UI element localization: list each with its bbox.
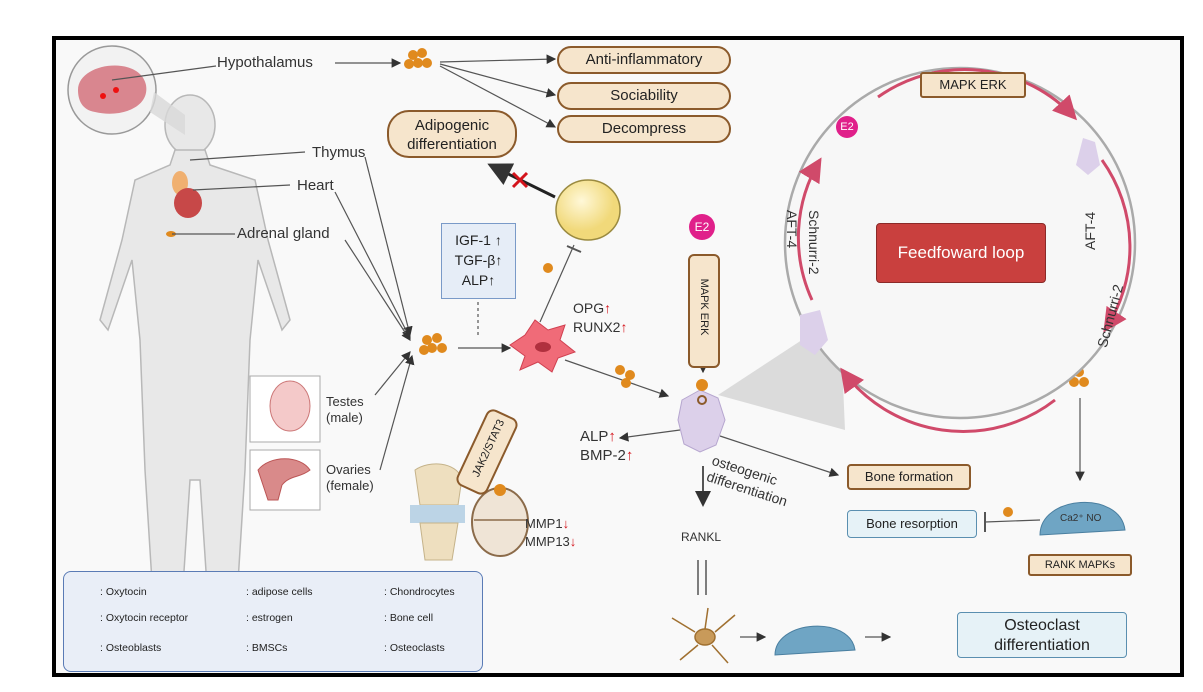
label-schnurri-left: Schnurri-2 xyxy=(806,210,822,275)
rank-mapks-box: RANK MAPKs xyxy=(1028,554,1132,576)
oxytocin-cluster-icon xyxy=(404,48,1089,517)
legend-osteoclasts: : Osteoclasts xyxy=(384,642,445,654)
growth-factor-box: IGF-1 ↑ TGF-β↑ ALP↑ xyxy=(441,223,516,299)
mapk-erk-vertical-label: MAPK ERK xyxy=(698,278,710,336)
knee-joint-illustration xyxy=(410,463,465,561)
legend-osteoblasts: : Osteoblasts xyxy=(100,642,162,654)
label-mmp1: MMP1↓ xyxy=(525,516,569,531)
runx2-up-arrow: ↑ xyxy=(620,319,628,335)
feedforward-loop-box: Feedfoward loop xyxy=(876,223,1046,283)
runx2-text: RUNX2 xyxy=(573,319,621,335)
legend-adipose: : adipose cells xyxy=(246,586,313,598)
inhibition-cross-icon xyxy=(511,171,529,189)
label-aft4-left: AFT-4 xyxy=(784,210,800,249)
effect-sociability: Sociability xyxy=(557,82,731,110)
growth-factor-tgfb: TGF-β↑ xyxy=(454,252,503,268)
legend-oxytocin-receptor: : Oxytocin receptor xyxy=(100,612,189,624)
label-hypothalamus: Hypothalamus xyxy=(217,54,313,71)
chondrocyte-icon xyxy=(471,484,529,557)
osteoblast-icon xyxy=(677,389,726,453)
opg-text: OPG xyxy=(573,300,605,316)
legend-bone-cell: : Bone cell xyxy=(384,612,434,624)
label-bmp2: BMP-2↑ xyxy=(580,447,633,464)
estrogen-loop-icon: E2 xyxy=(836,116,858,138)
bmp2-up-arrow: ↑ xyxy=(625,447,634,464)
label-ovaries: Ovaries (female) xyxy=(326,462,374,493)
label-heart: Heart xyxy=(297,177,334,194)
growth-factor-alp: ALP↑ xyxy=(461,272,496,288)
label-mmp13: MMP13↓ xyxy=(525,534,576,549)
label-alp: ALP↑ xyxy=(580,428,616,445)
label-adrenal-gland: Adrenal gland xyxy=(237,225,330,242)
osteoclast-icon xyxy=(774,625,856,656)
organ-illustrations xyxy=(166,171,202,237)
adipogenic-differentiation-box: Adipogenic differentiation xyxy=(387,110,517,158)
osteoclast-ca-no-icon xyxy=(1039,501,1126,536)
alp-text: ALP xyxy=(580,428,609,445)
bmp2-text: BMP-2 xyxy=(580,447,626,464)
mapk-erk-loop-box: MAPK ERK xyxy=(920,72,1026,98)
growth-factor-igf1: IGF-1 ↑ xyxy=(455,232,502,248)
label-ca-no: Ca2⁺ NO xyxy=(1060,513,1102,524)
alp-up-arrow: ↑ xyxy=(608,428,616,445)
adipose-cell-icon xyxy=(555,179,621,241)
bone-resorption-box: Bone resorption xyxy=(847,510,977,538)
mapk-erk-vertical-box: MAPK ERK xyxy=(688,254,720,368)
label-thymus: Thymus xyxy=(312,144,366,161)
effect-decompress: Decompress xyxy=(557,115,731,143)
estrogen-e2-icon: E2 xyxy=(689,214,715,240)
label-aft4-right: AFT-4 xyxy=(1082,211,1098,250)
osteoclast-differentiation-box: Osteoclast differentiation xyxy=(957,612,1127,658)
label-testes: Testes (male) xyxy=(326,394,364,425)
legend-chondrocytes: : Chondrocytes xyxy=(384,586,455,598)
mmp1-down-arrow: ↓ xyxy=(562,516,570,531)
bone-cell-icon xyxy=(671,607,736,664)
legend-estrogen: : estrogen xyxy=(246,612,293,624)
label-rankl: RANKL xyxy=(681,530,722,544)
human-body-illustration xyxy=(99,94,291,633)
label-runx2: RUNX2↑ xyxy=(573,319,627,335)
effect-anti-inflammatory: Anti-inflammatory xyxy=(557,46,731,74)
mmp13-text: MMP13 xyxy=(525,534,570,549)
legend-bmscs: : BMSCs xyxy=(246,642,288,654)
mmp1-text: MMP1 xyxy=(525,516,563,531)
mmp13-down-arrow: ↓ xyxy=(569,534,577,549)
brain-inset-illustration xyxy=(67,45,185,135)
legend-box: : Oxytocin : adipose cells : Chondrocyte… xyxy=(63,571,483,672)
label-opg: OPG↑ xyxy=(573,300,611,316)
bone-formation-box: Bone formation xyxy=(847,464,971,490)
legend-oxytocin: : Oxytocin xyxy=(100,586,147,598)
opg-up-arrow: ↑ xyxy=(604,300,612,316)
